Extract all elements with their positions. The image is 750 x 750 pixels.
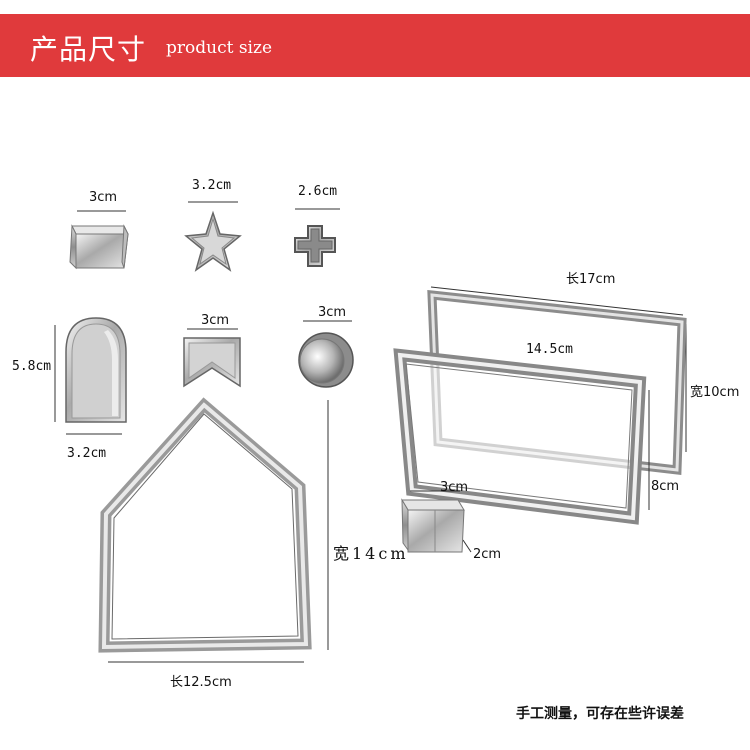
small-square-width-label: 3cm: [440, 480, 469, 495]
header-banner: 产品尺寸 product size: [0, 14, 750, 77]
arch-cutter: [54, 317, 127, 435]
small-square-height-label: 2cm: [473, 547, 502, 562]
star-width-label: 3.2cm: [192, 178, 232, 193]
arch-height-label: 5.8cm: [12, 359, 52, 374]
star-cutter: [184, 201, 242, 272]
measurement-note: 手工测量，可存在些许误差: [516, 706, 684, 722]
square-width-label: 3cm: [89, 190, 118, 205]
medium-rect-width-label: 8cm: [651, 479, 680, 494]
header-title-en: product size: [166, 38, 273, 58]
house-cutter: [98, 397, 329, 663]
large-rect-width-label: 宽10cm: [690, 385, 740, 400]
cross-width-label: 2.6cm: [298, 184, 338, 199]
house-width-label: 长12.5cm: [170, 675, 232, 690]
arch-width-label: 3.2cm: [67, 446, 107, 461]
circle-width-label: 3cm: [318, 305, 347, 320]
medium-rect-length-label: 14.5cm: [526, 342, 573, 357]
large-rect-length-label: 长17cm: [566, 272, 616, 287]
small-square-cutter: [401, 490, 472, 553]
flag-cutter: [183, 328, 241, 388]
flag-width-label: 3cm: [201, 313, 230, 328]
header-title-cn: 产品尺寸: [30, 33, 147, 66]
square-cutter: [69, 210, 129, 270]
house-height-label: 宽14cm: [333, 544, 409, 563]
cross-cutter: [294, 208, 340, 267]
medium-rectangle-cutter: [393, 348, 650, 525]
circle-cutter: [298, 320, 354, 388]
